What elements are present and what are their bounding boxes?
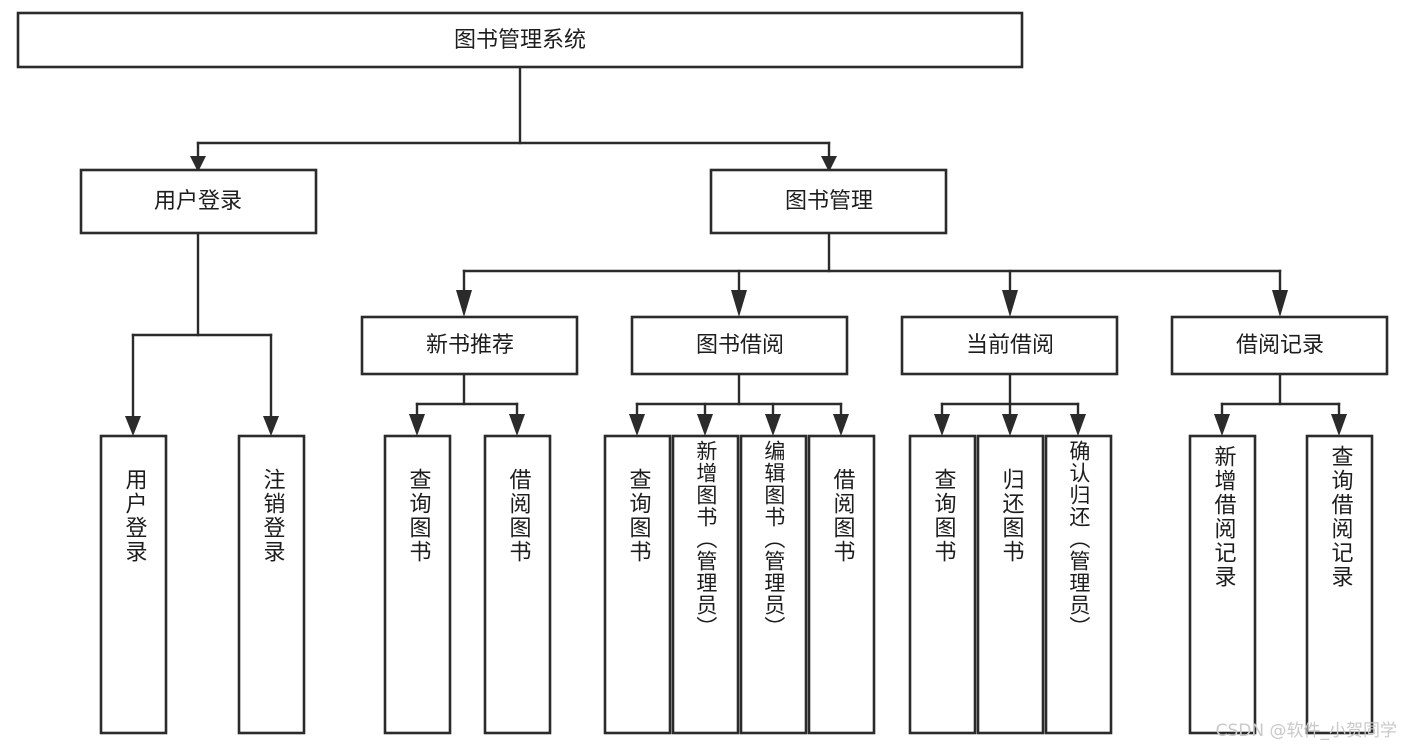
node-user-login-label: 用户登录	[154, 189, 242, 214]
leaf-bookborrow-borrow-box[interactable]	[807, 434, 876, 735]
leaf-node[interactable]: 归还图书	[976, 434, 1045, 735]
node-book-borrow-box[interactable]	[630, 315, 849, 376]
leaf-newbook-borrow-box[interactable]	[483, 434, 552, 735]
leaf-node[interactable]: 注销登录	[237, 434, 306, 735]
arrow-to-book-borrow	[731, 290, 747, 317]
leaf-node[interactable]: 借阅图书	[483, 434, 552, 735]
arrow-to-current-borrow	[1002, 290, 1018, 317]
leaf-record-add-label: 新增借阅记录	[1210, 445, 1236, 589]
node-book-borrow-label: 图书借阅	[696, 333, 784, 358]
node-user-login-box[interactable]	[79, 168, 318, 235]
node-new-book-recommend-box[interactable]	[360, 315, 579, 376]
leaf-node[interactable]: 新增借阅记录	[1188, 434, 1257, 735]
leaf-currentborrow-return-box[interactable]	[976, 434, 1045, 735]
node-book-manage-label: 图书管理	[785, 189, 873, 214]
node-borrow-record-label: 借阅记录	[1236, 333, 1324, 358]
leaf-record-query-label: 查询借阅记录	[1327, 445, 1353, 589]
arrow-book-borrow-leaf-1	[629, 414, 645, 436]
leaf-node[interactable]: 编辑图书（管理员）	[739, 434, 808, 735]
node-new-book-recommend[interactable]: 新书推荐	[360, 315, 579, 376]
leaf-newbook-query-box[interactable]	[383, 434, 452, 735]
node-borrow-record[interactable]: 借阅记录	[1170, 315, 1389, 376]
arrow-book-borrow-leaf-4	[833, 414, 849, 436]
arrow-root-to-book-manage	[821, 156, 837, 172]
arrow-book-borrow-leaf-3	[765, 414, 781, 436]
leaf-node[interactable]: 查询图书	[603, 434, 672, 735]
node-root-box[interactable]	[16, 11, 1024, 69]
node-current-borrow-label: 当前借阅	[966, 333, 1054, 358]
arrow-new-book-leaf-1	[409, 414, 425, 436]
leaf-currentborrow-confirm-box[interactable]	[1044, 434, 1113, 735]
leaf-node[interactable]: 查询图书	[908, 434, 977, 735]
arrow-current-borrow-leaf-1	[934, 414, 950, 436]
arrow-borrow-record-leaf-2	[1331, 414, 1347, 436]
leaf-bookborrow-borrow-label: 借阅图书	[829, 468, 855, 564]
leaf-logout-box[interactable]	[237, 434, 306, 735]
arrow-borrow-record-leaf-1	[1214, 414, 1230, 436]
node-new-book-recommend-label: 新书推荐	[426, 333, 514, 358]
leaf-user-login-box[interactable]	[99, 434, 168, 735]
leaf-bookborrow-query-label: 查询图书	[625, 468, 651, 564]
node-borrow-record-box[interactable]	[1170, 315, 1389, 376]
arrow-root-to-user-login	[190, 156, 206, 172]
node-book-manage-box[interactable]	[709, 168, 948, 235]
leaf-currentborrow-confirm-label: 确认归还（管理员）	[1066, 440, 1091, 638]
leaf-bookborrow-add-box[interactable]	[671, 434, 740, 735]
leaf-newbook-borrow-label: 借阅图书	[505, 468, 531, 564]
node-book-borrow[interactable]: 图书借阅	[630, 315, 849, 376]
arrow-current-borrow-leaf-3	[1070, 414, 1086, 436]
connector-layer	[125, 65, 1347, 436]
arrow-to-new-book-recommend	[456, 290, 472, 317]
arrow-to-borrow-record	[1272, 290, 1288, 317]
node-book-manage[interactable]: 图书管理	[709, 168, 948, 235]
leaf-record-query-box[interactable]	[1305, 434, 1374, 735]
leaf-currentborrow-query-box[interactable]	[908, 434, 977, 735]
leaf-node[interactable]: 用户登录	[99, 434, 168, 735]
leaf-node[interactable]: 查询借阅记录	[1305, 434, 1374, 735]
leaf-bookborrow-query-box[interactable]	[603, 434, 672, 735]
node-root[interactable]: 图书管理系统	[16, 11, 1024, 69]
leaf-node[interactable]: 新增图书（管理员）	[671, 434, 740, 735]
arrow-current-borrow-leaf-2	[1002, 414, 1018, 436]
leaf-bookborrow-add-label: 新增图书（管理员）	[693, 440, 718, 638]
node-root-label: 图书管理系统	[454, 28, 586, 53]
leaf-bookborrow-edit-box[interactable]	[739, 434, 808, 735]
leaf-node[interactable]: 查询图书	[383, 434, 452, 735]
leaf-bookborrow-edit-label: 编辑图书（管理员）	[761, 440, 786, 638]
leaf-node[interactable]: 借阅图书	[807, 434, 876, 735]
leaf-user-login-label: 用户登录	[121, 468, 147, 564]
arrow-new-book-leaf-2	[509, 414, 525, 436]
node-current-borrow[interactable]: 当前借阅	[900, 315, 1119, 376]
arrow-user-login-leaf-1	[125, 416, 141, 436]
node-user-login[interactable]: 用户登录	[79, 168, 318, 235]
leaf-currentborrow-query-label: 查询图书	[930, 468, 956, 564]
leaf-logout-label: 注销登录	[259, 468, 285, 564]
leaf-record-add-box[interactable]	[1188, 434, 1257, 735]
leaf-currentborrow-return-label: 归还图书	[998, 468, 1024, 564]
leaf-node[interactable]: 确认归还（管理员）	[1044, 434, 1113, 735]
arrow-book-borrow-leaf-2	[697, 414, 713, 436]
node-current-borrow-box[interactable]	[900, 315, 1119, 376]
arrow-user-login-leaf-2	[263, 416, 279, 436]
leaf-newbook-query-label: 查询图书	[405, 468, 431, 564]
